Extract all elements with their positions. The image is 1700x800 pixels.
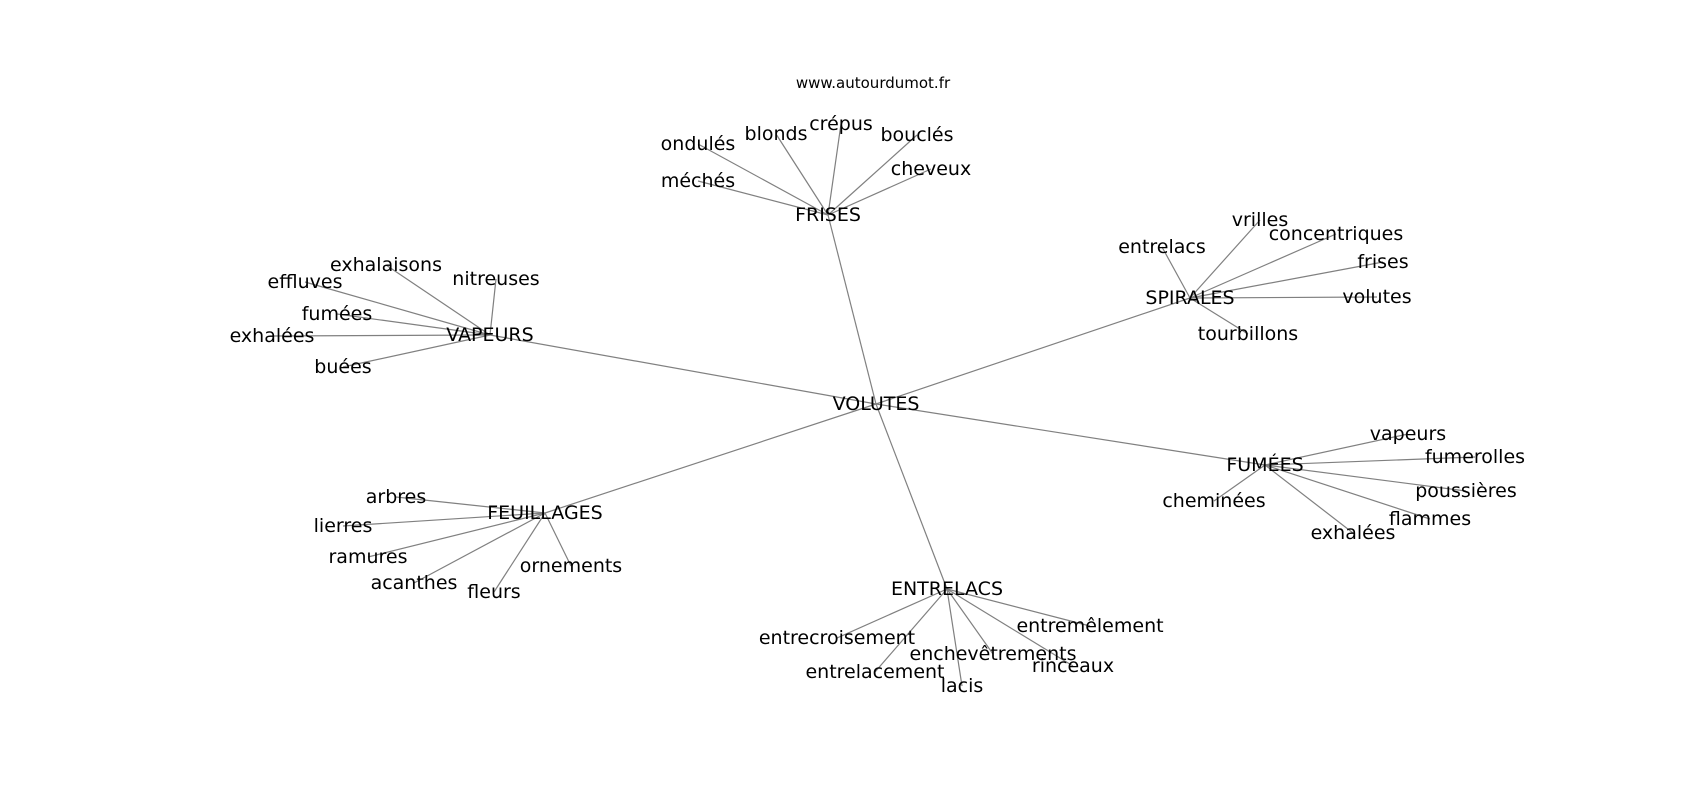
edge-2-3 (336, 313, 491, 336)
edge-center-5 (875, 403, 948, 590)
word-node: effluves (268, 271, 343, 293)
group-node: VAPEURS (446, 324, 533, 346)
word-node: entrelacs (1118, 236, 1206, 258)
edge-4-1 (342, 512, 546, 527)
word-node: fumées (302, 303, 373, 325)
edge-0-4 (827, 168, 932, 216)
word-node: flammes (1389, 508, 1471, 530)
word-node: tourbillons (1198, 323, 1298, 345)
group-node: SPIRALES (1145, 287, 1234, 309)
edge-5-1 (836, 588, 948, 639)
edge-1-5 (1189, 297, 1249, 335)
word-node: crépus (809, 113, 873, 135)
edge-center-1 (875, 297, 1191, 405)
word-node: acanthes (371, 572, 458, 594)
source-url: www.autourdumot.fr (796, 74, 951, 92)
edge-2-4 (271, 334, 491, 337)
edge-1-2 (1189, 233, 1337, 299)
edge-3-4 (1264, 464, 1354, 534)
edge-1-0 (1161, 246, 1191, 299)
edge-5-3 (946, 588, 1074, 667)
edge-5-5 (946, 588, 963, 687)
edge-3-0 (1264, 433, 1409, 466)
word-node: frises (1357, 251, 1408, 273)
edge-0-2 (827, 123, 842, 216)
word-node: enchevêtrements (910, 643, 1077, 665)
edge-0-1 (775, 133, 829, 216)
word-node: lacis (941, 675, 984, 697)
word-node: nitreuses (452, 268, 539, 290)
group-node: FEUILLAGES (487, 502, 603, 524)
edge-4-4 (493, 512, 546, 593)
word-node: blonds (745, 123, 808, 145)
edge-center-4 (544, 403, 877, 514)
group-node: ENTRELACS (891, 578, 1003, 600)
word-node: exhalaisons (330, 254, 442, 276)
group-node: FUMÉES (1226, 453, 1303, 476)
word-node: fleurs (467, 581, 520, 603)
edges (271, 123, 1476, 687)
edge-0-5 (697, 180, 829, 216)
edge-center-2 (489, 334, 877, 405)
edge-center-3 (875, 403, 1266, 466)
edge-4-0 (395, 496, 546, 514)
word-node: méchés (661, 170, 735, 192)
edge-5-4 (874, 588, 948, 673)
center-node: VOLUTES (833, 393, 920, 415)
edge-2-1 (489, 278, 497, 336)
edge-1-1 (1189, 219, 1261, 299)
edge-4-2 (367, 512, 546, 558)
word-node: entremêlement (1016, 615, 1163, 637)
group-node: FRISES (795, 204, 861, 226)
edge-3-2 (1264, 464, 1467, 492)
word-node: cheveux (891, 158, 971, 180)
edge-5-0 (946, 588, 1091, 627)
word-node: vapeurs (1370, 423, 1446, 445)
edge-3-3 (1264, 464, 1431, 520)
word-node: volutes (1342, 286, 1411, 308)
edge-1-3 (1189, 261, 1384, 299)
word-node: ondulés (661, 133, 736, 155)
edge-2-5 (342, 334, 491, 368)
word-node: exhalées (1311, 522, 1396, 544)
labels: www.autourdumot.fr VOLUTES FRISES ondulés b… (230, 74, 1525, 697)
edge-2-2 (304, 281, 491, 336)
word-node: poussières (1415, 480, 1516, 502)
edge-3-5 (1213, 464, 1266, 502)
edge-2-0 (385, 264, 491, 336)
word-node: bouclés (880, 124, 953, 146)
word-node: fumerolles (1425, 446, 1525, 468)
word-node: arbres (366, 486, 427, 508)
edge-0-0 (697, 143, 829, 216)
word-node: buées (314, 356, 371, 378)
edge-center-0 (827, 214, 877, 405)
edge-1-4 (1189, 296, 1378, 299)
word-node: vrilles (1232, 209, 1288, 231)
word-node: lierres (314, 515, 373, 537)
word-node: entrelacement (805, 661, 944, 683)
word-node: concentriques (1269, 223, 1404, 245)
edge-5-2 (946, 588, 994, 655)
word-node: cheminées (1162, 490, 1265, 512)
edge-3-1 (1264, 456, 1476, 466)
word-node: rinceaux (1032, 655, 1114, 677)
word-node: ornements (520, 555, 622, 577)
word-node: ramures (329, 546, 408, 568)
edge-4-3 (413, 512, 546, 584)
word-node: exhalées (230, 325, 315, 347)
edge-0-3 (827, 134, 918, 216)
word-node: entrecroisement (759, 627, 915, 649)
edge-4-5 (544, 512, 572, 567)
